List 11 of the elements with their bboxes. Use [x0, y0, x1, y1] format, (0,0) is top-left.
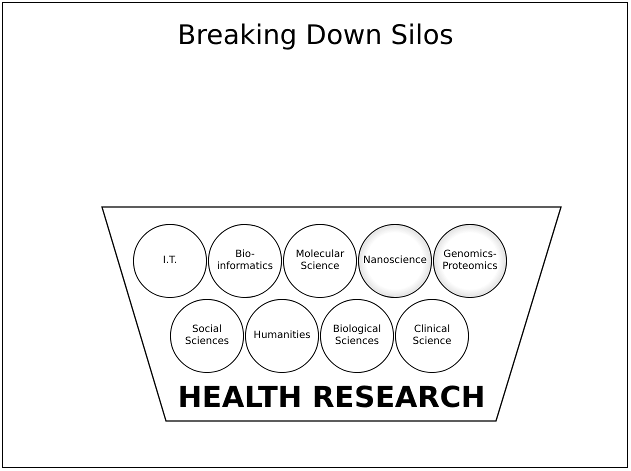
slide-title: Breaking Down Silos	[176, 22, 454, 49]
discipline-label: I.T.	[162, 255, 178, 267]
funnel-label: HEALTH RESEARCH	[176, 383, 486, 412]
discipline-label: Biological Sciences	[332, 324, 382, 348]
discipline-label: Humanities	[252, 330, 312, 342]
discipline-label: Clinical Science	[412, 324, 452, 348]
discipline-label: Social Sciences	[184, 324, 230, 348]
discipline-label: Molecular Science	[294, 249, 346, 273]
discipline-label: Bio- informatics	[216, 249, 274, 273]
discipline-label: Nanoscience	[362, 255, 428, 267]
discipline-label: Genomics- Proteomics	[441, 249, 499, 273]
